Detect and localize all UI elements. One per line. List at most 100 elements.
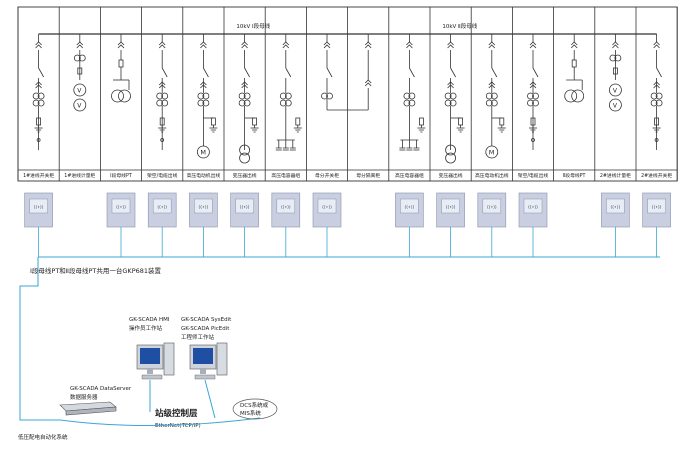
motor-icon: M [489,149,495,157]
pt-icon [118,89,131,103]
pt-icon [111,89,124,103]
ct-icon [32,99,40,107]
panel: 变压器出线((•)) [429,7,465,257]
panel: VV1#进线计量柜 [58,7,96,181]
panel: 变压器出线((•)) [223,7,259,257]
panel-label: 变压器出线 [233,172,257,179]
panel-label: 架空/电缆出线 [518,172,549,179]
plug-in-contact-icon [364,79,372,87]
arrester-icon [210,117,216,126]
ct-icon [156,99,164,107]
plug-in-contact-icon [158,81,166,89]
ct-icon [650,92,658,100]
ct-icon [37,92,45,100]
eng-label-1: GK-SCADA SysEdit [181,317,232,323]
plug-in-contact-icon [200,41,207,49]
ct-icon [37,99,45,107]
hmi-label-2: 操作员工作站 [129,324,163,332]
ct-icon [449,99,457,107]
device-logo-icon: ((•)) [611,205,621,211]
dcs-label-1: DCS系统或 [240,401,269,409]
pt-icon: V [613,88,618,95]
device-screen [606,198,625,214]
device-body [518,192,548,228]
device-logo-icon: ((•)) [487,205,497,211]
ct-icon [202,99,210,107]
plug-in-contact-icon [570,41,578,49]
plug-in-contact-icon [364,41,372,49]
device-screen [523,198,543,214]
panel: 架空/电缆出线((•)) [141,7,178,257]
panel-label: 母分开关柜 [315,172,339,179]
device-screen [276,198,296,214]
pt-icon [73,83,87,97]
panel-label: 变压器出线 [439,172,463,179]
ct-icon [197,92,205,100]
panel-label: 1#进线计量柜 [64,172,95,179]
ct-icon [238,92,246,100]
ct-icon [532,92,539,100]
device-screen [29,198,48,214]
server-label-2: 数据服务器 [70,393,98,401]
breaker-icon [285,67,292,78]
cable-terminal-icon [531,138,535,142]
protection-device: ((•)) [189,192,218,257]
ct-icon [78,54,86,62]
device-logo-icon: ((•)) [199,205,209,211]
device-screen [152,198,172,214]
dcs-ellipse [232,398,278,420]
arrester-icon [295,117,301,126]
device-logo-icon: ((•)) [157,205,167,211]
device-logo-icon: ((•)) [34,205,44,211]
hmi-label-1: GK-SCADA HMI [129,317,170,323]
ct-icon [444,92,452,100]
ct-icon [527,99,534,107]
ct-icon [408,92,416,100]
protection-device: ((•)) [24,192,53,257]
busbar-2-label: 10kV Ⅱ段母线 [442,22,477,30]
device-screen [317,198,337,214]
station-subtitle: EtherNet(TCP/IP) [155,423,201,429]
breaker-icon [409,67,415,78]
server-label-1: GK-SCADA DataServer [70,386,132,392]
panel-label: 1#进线开关柜 [23,172,54,179]
system-name: 低压配电自动化系统 [18,433,68,441]
plug-in-contact-icon [323,41,331,49]
plug-in-contact-icon [612,41,619,49]
engineer-workstation [189,342,228,380]
ct-icon [655,92,663,100]
network-section: Ⅰ段母线PT和Ⅱ段母线PT共用一台GKP681装置 GK-SCADA HMI 操… [18,256,660,441]
pt-icon [609,98,622,112]
ct-icon [279,92,287,100]
plug-in-contact-icon [76,41,84,49]
eng-link [204,379,216,419]
panel: 1#进线开关柜 ((•)) [17,7,54,257]
motor-icon [485,145,499,159]
monitor-screen [140,348,160,364]
ct-icon [527,92,534,100]
transformer-icon [445,144,457,156]
ct-icon [161,99,169,107]
ct-icon [650,99,658,107]
arrester-icon [252,117,258,126]
pt-icon: V [77,103,82,110]
transformer-icon [239,152,251,164]
pt-icon: V [613,103,618,110]
protection-device: ((•)) [106,192,136,257]
ct-icon [161,92,169,100]
device-screen [647,198,666,214]
device-screen [400,198,419,214]
fuse-icon [613,67,618,75]
ct-icon [279,99,287,107]
device-screen [441,198,460,214]
ct-icon [444,99,452,107]
arrester-icon [418,117,424,126]
device-logo-icon: ((•)) [116,205,126,211]
breaker-icon [244,67,250,78]
breaker-icon [532,67,539,78]
breaker-icon [326,67,333,78]
eng-label-3: 工程师工作站 [181,333,215,341]
